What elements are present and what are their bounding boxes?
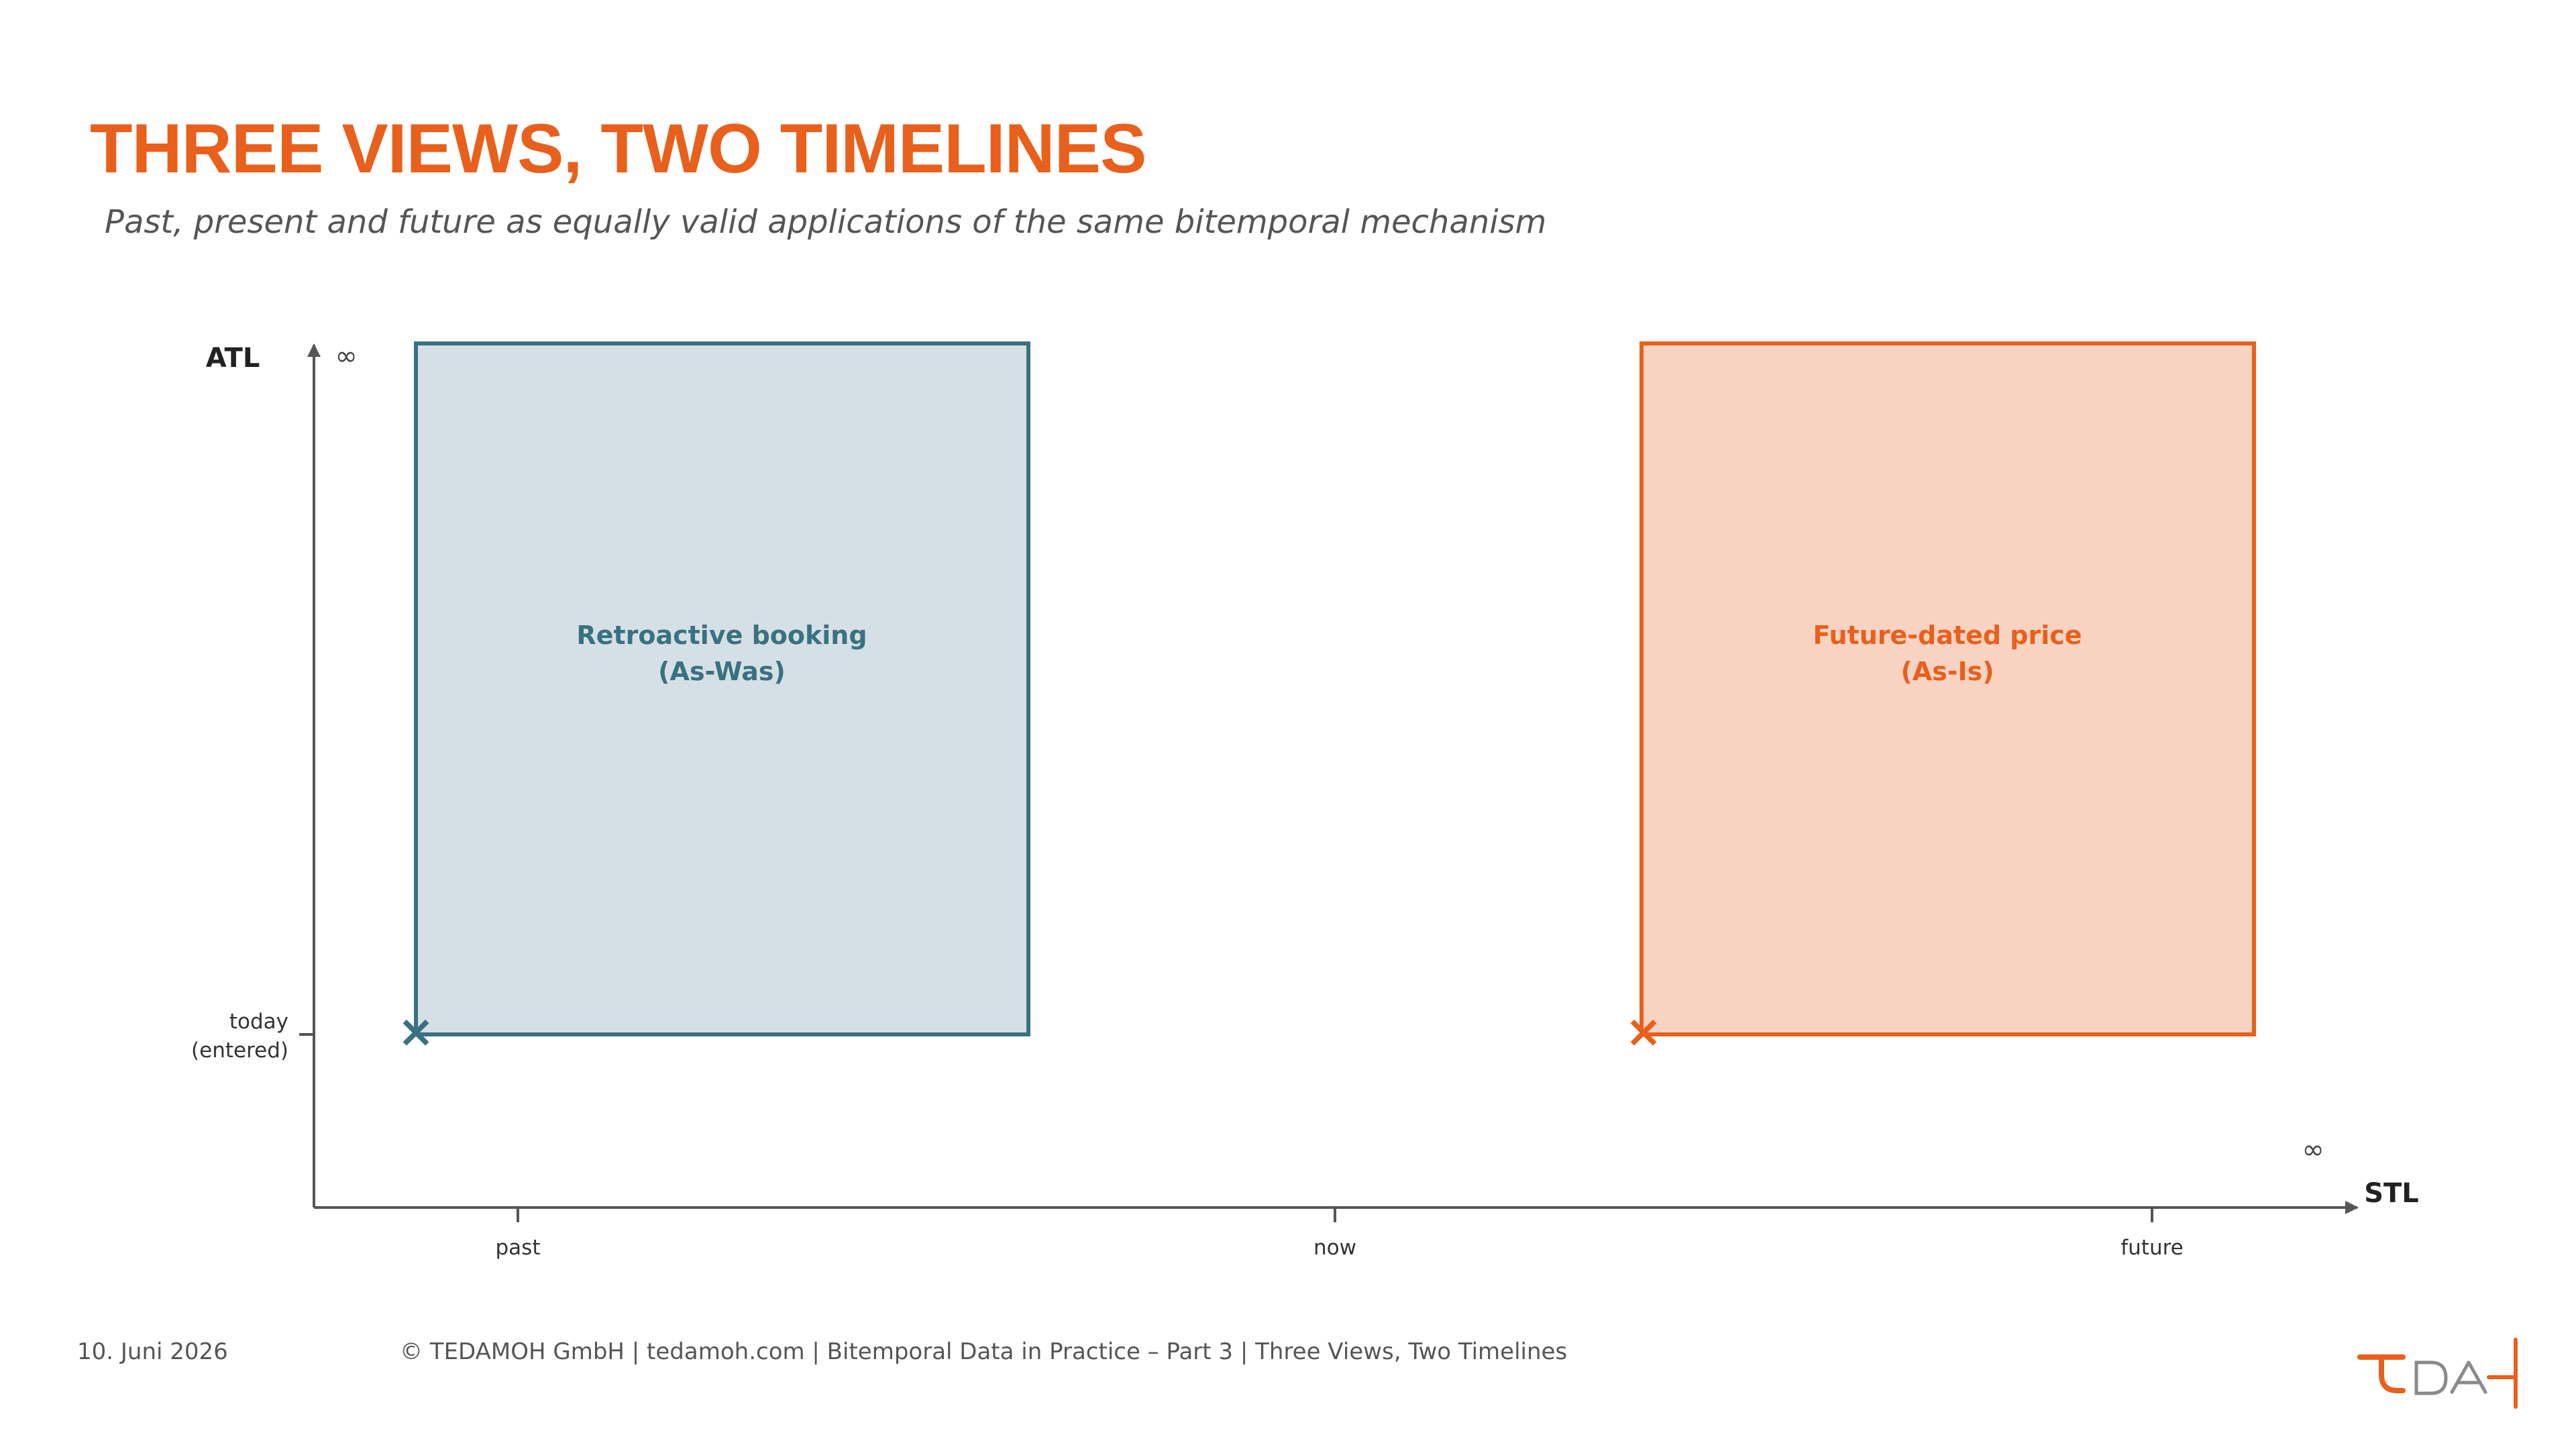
- y-tick-label-entered: (entered): [191, 1038, 288, 1063]
- future-dated-price-entry-marker-icon: ×: [1625, 1006, 1662, 1057]
- tedamoh-logo-icon: [2357, 1338, 2518, 1409]
- box-future-dated-price-title: Future-dated price: [1813, 621, 2082, 650]
- x-tick-label-now: now: [1313, 1236, 1356, 1260]
- retroactive-booking-entry-marker-icon: ×: [397, 1006, 434, 1057]
- y-axis-infinity-icon: ∞: [335, 341, 357, 372]
- footer-date: 10. Juni 2026: [77, 1338, 228, 1365]
- x-tick-label-past: past: [496, 1236, 541, 1260]
- box-future-dated-price: Future-dated price (As-Is) ×: [1625, 341, 2256, 1057]
- x-tick-label-future: future: [2121, 1236, 2184, 1260]
- slide-title: THREE VIEWS, TWO TIMELINES: [90, 110, 1146, 188]
- slide-subtitle: Past, present and future as equally vali…: [105, 203, 1547, 241]
- y-axis-label: ATL: [206, 343, 260, 374]
- x-axis-infinity-icon: ∞: [2302, 1134, 2324, 1165]
- box-retroactive-booking-rect: [414, 341, 1030, 1036]
- box-future-dated-price-rect: [1640, 341, 2256, 1036]
- box-future-dated-price-subtitle: (As-Is): [1900, 657, 1994, 686]
- footer-info: © TEDAMOH GmbH | tedamoh.com | Bitempora…: [400, 1338, 1568, 1365]
- box-retroactive-booking-subtitle: (As-Was): [658, 657, 786, 686]
- x-axis-label: STL: [2364, 1178, 2419, 1209]
- box-retroactive-booking-title: Retroactive booking: [576, 621, 867, 650]
- y-tick-label-today: today: [229, 1010, 288, 1034]
- box-retroactive-booking: Retroactive booking (As-Was) ×: [397, 341, 1030, 1057]
